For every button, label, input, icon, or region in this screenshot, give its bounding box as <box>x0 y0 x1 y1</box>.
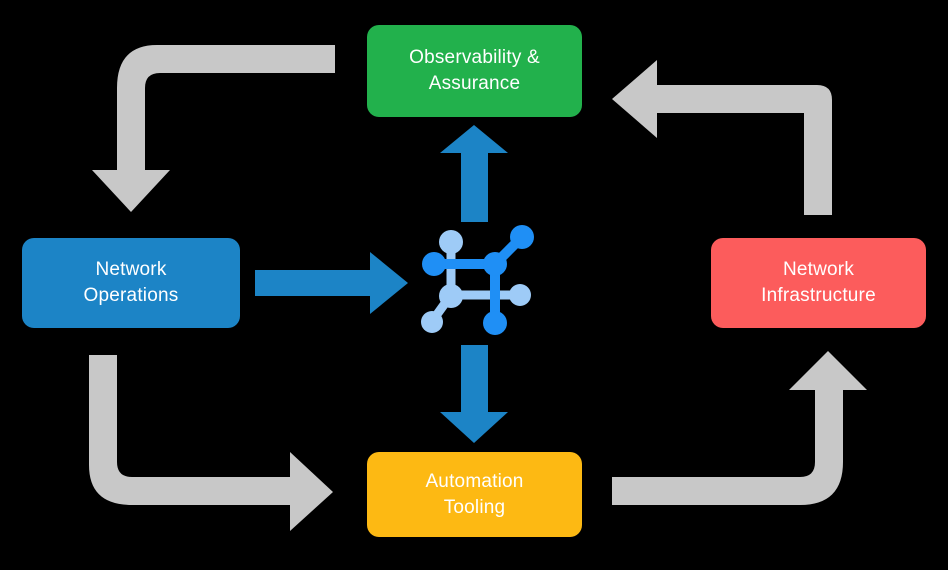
node-network-operations-label: Network Operations <box>83 259 179 306</box>
arrow-automation-to-infrastructure <box>612 351 867 505</box>
arrow-center-to-automation <box>440 345 508 443</box>
node-automation-tooling-label: Automation Tooling <box>425 470 524 518</box>
node-observability-assurance[interactable]: Observability & Assurance <box>367 25 582 117</box>
arrow-observability-to-operations <box>92 45 335 212</box>
node-network-infrastructure[interactable]: Network Infrastructure <box>711 238 926 328</box>
arrow-infrastructure-to-observability <box>612 60 832 215</box>
arrow-operations-to-center <box>255 252 408 314</box>
node-observability-label: Observability & Assurance <box>409 47 540 94</box>
arrow-center-to-observability <box>440 125 508 222</box>
arrow-operations-to-automation <box>89 355 333 531</box>
node-automation-tooling[interactable]: Automation Tooling <box>367 452 582 537</box>
node-network-infrastructure-label: Network Infrastructure <box>761 259 876 306</box>
node-network-operations[interactable]: Network Operations <box>22 238 240 328</box>
network-topology-icon <box>421 225 534 335</box>
